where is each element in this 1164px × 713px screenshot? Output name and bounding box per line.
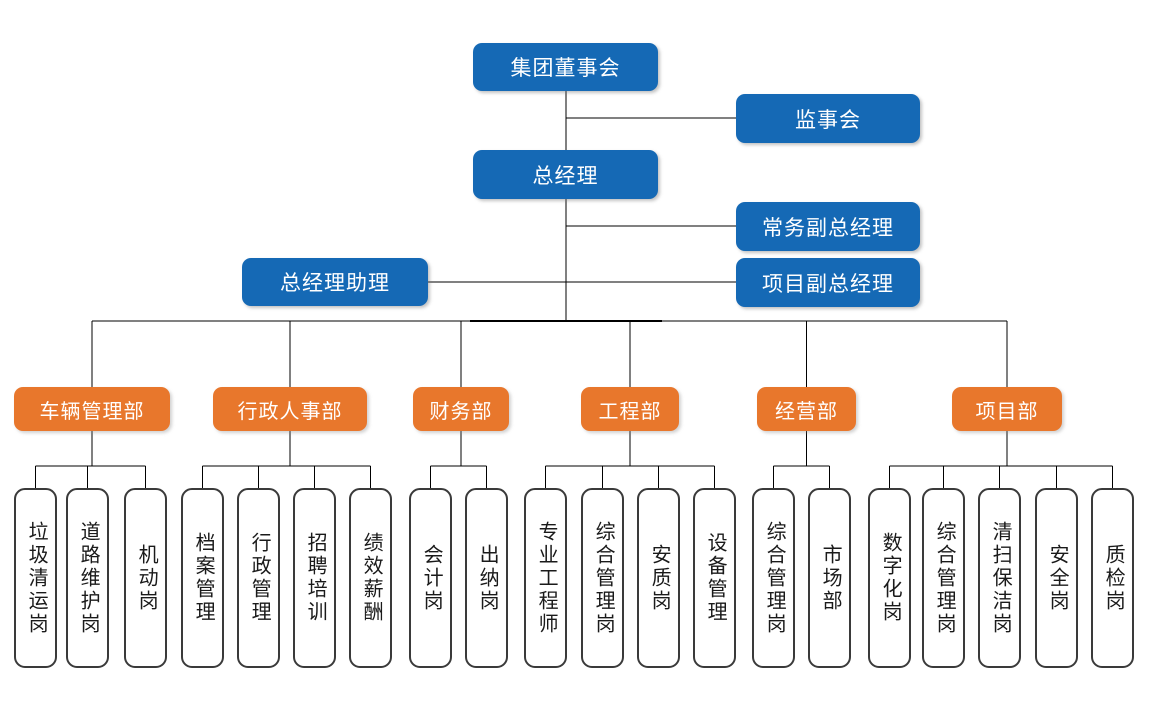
- post-eng-general-label: 综合管理岗: [592, 520, 615, 636]
- post-accounting[interactable]: 会计岗: [409, 488, 452, 668]
- post-cleaning-label: 清扫保洁岗: [989, 520, 1012, 636]
- post-pro-engineer[interactable]: 专业工程师: [524, 488, 567, 668]
- node-board-label: 集团董事会: [510, 57, 621, 80]
- post-proj-general[interactable]: 综合管理岗: [922, 488, 965, 668]
- department-project[interactable]: 项目部: [952, 387, 1062, 431]
- department-bus-group: [91, 320, 1008, 387]
- node-general-manager-label: 总经理: [532, 164, 599, 188]
- post-recruit-train[interactable]: 招聘培训: [293, 488, 336, 668]
- node-board[interactable]: 集团董事会: [473, 43, 658, 91]
- post-recruit-train-label: 招聘培训: [304, 532, 327, 624]
- department-finance-label: 财务部: [429, 400, 493, 423]
- post-cashier-label: 出纳岗: [476, 543, 499, 613]
- post-waste-transport[interactable]: 垃圾清运岗: [14, 488, 57, 668]
- node-project-vice-president-label: 项目副总经理: [762, 272, 894, 296]
- post-ops-general-label: 综合管理岗: [763, 520, 786, 636]
- department-project-label: 项目部: [975, 400, 1039, 423]
- post-road-maintain-label: 道路维护岗: [77, 520, 100, 636]
- post-mobile-post-label: 机动岗: [135, 543, 158, 613]
- post-pro-engineer-label: 专业工程师: [535, 520, 558, 636]
- post-cleaning[interactable]: 清扫保洁岗: [978, 488, 1021, 668]
- node-supervisory-board[interactable]: 监事会: [736, 94, 920, 143]
- node-gm-assistant-label: 总经理助理: [280, 272, 390, 295]
- post-marketing-label: 市场部: [819, 543, 842, 613]
- post-proj-general-label: 综合管理岗: [933, 520, 956, 636]
- post-admin-mgmt-label: 行政管理: [248, 532, 271, 624]
- department-vehicle[interactable]: 车辆管理部: [14, 387, 170, 431]
- post-eng-general[interactable]: 综合管理岗: [581, 488, 624, 668]
- post-admin-mgmt[interactable]: 行政管理: [237, 488, 280, 668]
- post-archive-mgmt-label: 档案管理: [192, 532, 215, 624]
- post-marketing[interactable]: 市场部: [808, 488, 851, 668]
- post-quality-check[interactable]: 质检岗: [1091, 488, 1134, 668]
- post-quality-check-label: 质检岗: [1102, 543, 1125, 613]
- node-gm-assistant[interactable]: 总经理助理: [242, 258, 428, 306]
- node-executive-vice-president-label: 常务副总经理: [762, 216, 894, 240]
- post-safety-quality-label: 安质岗: [648, 543, 671, 613]
- department-operations-label: 经营部: [775, 400, 838, 423]
- post-digital-post-label: 数字化岗: [879, 532, 902, 624]
- post-archive-mgmt[interactable]: 档案管理: [181, 488, 224, 668]
- department-admin-hr-label: 行政人事部: [237, 400, 343, 423]
- post-ops-general[interactable]: 综合管理岗: [752, 488, 795, 668]
- post-bus-group: [34, 431, 1114, 488]
- department-operations[interactable]: 经营部: [757, 387, 856, 431]
- node-supervisory-board-label: 监事会: [795, 108, 861, 132]
- post-equipment-mgmt-label: 设备管理: [704, 532, 727, 624]
- post-safety-quality[interactable]: 安质岗: [637, 488, 680, 668]
- post-waste-transport-label: 垃圾清运岗: [25, 520, 48, 636]
- node-general-manager[interactable]: 总经理: [473, 150, 658, 199]
- department-vehicle-label: 车辆管理部: [39, 400, 145, 423]
- department-engineering[interactable]: 工程部: [581, 387, 679, 431]
- post-perf-salary-label: 绩效薪酬: [360, 532, 383, 624]
- node-project-vice-president[interactable]: 项目副总经理: [736, 258, 920, 307]
- post-cashier[interactable]: 出纳岗: [465, 488, 508, 668]
- post-accounting-label: 会计岗: [420, 543, 443, 613]
- node-executive-vice-president[interactable]: 常务副总经理: [736, 202, 920, 251]
- post-safety-post-label: 安全岗: [1046, 543, 1069, 613]
- department-engineering-label: 工程部: [598, 400, 662, 423]
- post-mobile-post[interactable]: 机动岗: [124, 488, 167, 668]
- post-digital-post[interactable]: 数字化岗: [868, 488, 911, 668]
- post-road-maintain[interactable]: 道路维护岗: [66, 488, 109, 668]
- post-safety-post[interactable]: 安全岗: [1035, 488, 1078, 668]
- post-perf-salary[interactable]: 绩效薪酬: [349, 488, 392, 668]
- department-admin-hr[interactable]: 行政人事部: [213, 387, 367, 431]
- post-equipment-mgmt[interactable]: 设备管理: [693, 488, 736, 668]
- department-finance[interactable]: 财务部: [413, 387, 509, 431]
